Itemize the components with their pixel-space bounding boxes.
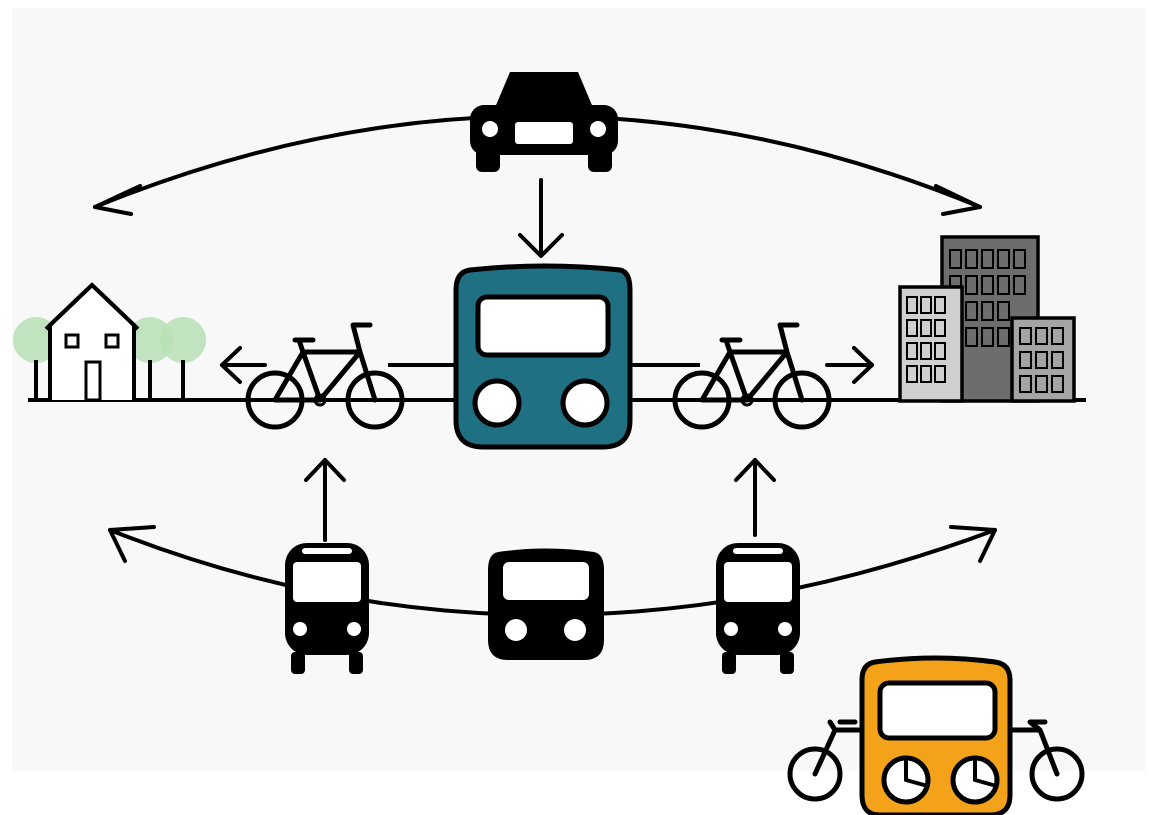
train-bottom-icon xyxy=(488,548,604,660)
bus-left-icon xyxy=(285,543,369,674)
arrow-bus-to-bike-left xyxy=(304,458,346,542)
train-main-icon xyxy=(453,263,633,450)
arrow-bike-to-house xyxy=(220,346,267,384)
arrow-bike-to-city xyxy=(825,346,874,384)
bike-train-logo-icon xyxy=(787,655,1085,815)
arrow-bus-to-bike-right xyxy=(734,458,776,537)
city-buildings-icon xyxy=(898,235,1076,403)
arrow-car-to-train xyxy=(518,178,564,258)
car-icon xyxy=(470,72,618,172)
bus-right-icon xyxy=(716,543,800,674)
house-icon xyxy=(11,282,208,402)
